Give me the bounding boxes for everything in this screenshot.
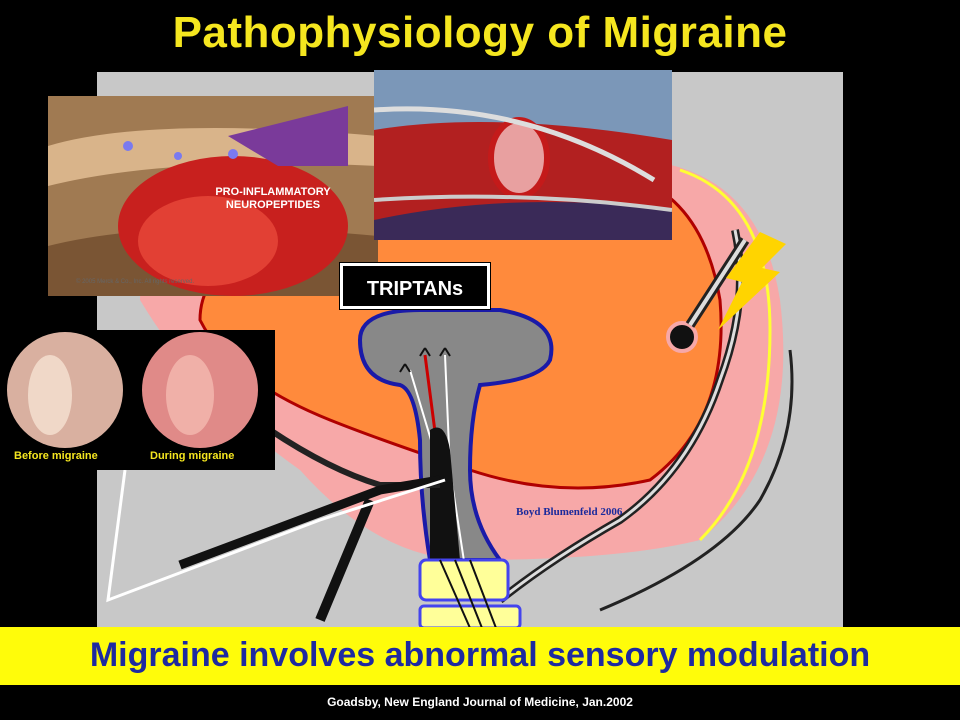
- ganglion-box-2: [418, 604, 522, 630]
- lightning-bolt-icon: [718, 232, 786, 330]
- citation: Goadsby, New England Journal of Medicine…: [327, 695, 633, 709]
- vessel-cross-section: [666, 321, 698, 353]
- slide-title: Pathophysiology of Migraine: [172, 8, 788, 57]
- neuropeptide-caption: PRO-INFLAMMATORY NEUROPEPTIDES: [198, 186, 348, 212]
- trigeminal-core: [430, 427, 460, 600]
- connector-line-white: [106, 469, 446, 603]
- vessel-illustration: [374, 70, 672, 240]
- nerve-bundle-left: [268, 427, 440, 488]
- during-migraine-label: During migraine: [150, 450, 235, 462]
- summary-banner: Migraine involves abnormal sensory modul…: [0, 627, 960, 685]
- neuropeptide-caption-line1: PRO-INFLAMMATORY: [215, 186, 331, 198]
- nasal-mucosa-photos: [0, 330, 275, 470]
- nerve-bundle-left-2: [178, 475, 441, 570]
- neuropeptide-illustration: PRO-INFLAMMATORY NEUROPEPTIDES: [48, 96, 378, 296]
- nerve-bundle-left-3: [315, 498, 375, 622]
- copyright-notice: © 2005 Merck & Co., Inc. All rights rese…: [76, 279, 195, 285]
- neuron-tip-icons: [399, 347, 451, 373]
- blood-vessel-blue: [357, 308, 554, 562]
- vessel-tube-inner: [688, 238, 747, 327]
- vessel-art: [374, 70, 672, 240]
- neuropeptide-art: [48, 96, 378, 296]
- dura-outline: [679, 168, 772, 542]
- nasal-photos-art: [7, 332, 258, 448]
- neuropeptide-caption-line2: NEUROPEPTIDES: [225, 199, 321, 211]
- before-migraine-label: Before migraine: [14, 450, 98, 462]
- diagram-credit: Boyd Blumenfeld 2006: [516, 506, 623, 518]
- nerve-branch-right: [599, 349, 794, 612]
- triptans-label: TRIPTANs: [339, 262, 491, 310]
- ganglion-fibres: [439, 559, 497, 629]
